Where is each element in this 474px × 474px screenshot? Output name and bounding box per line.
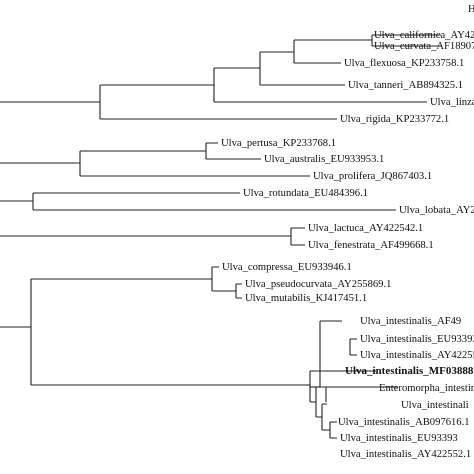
leaf-label: H xyxy=(468,4,474,15)
branch xyxy=(30,278,310,386)
branch xyxy=(235,283,242,299)
leaf-labels: H Ulva_californica_AY42Ulva_curvata_AF189… xyxy=(221,4,474,460)
leaf-label: Ulva_rigida_KP233772.1 xyxy=(340,114,449,125)
leaf-label: Ulva_fenestrata_AF499668.1 xyxy=(308,240,434,251)
branch xyxy=(325,386,335,402)
leaf-label: Ulva_intestinalis_MF03888 xyxy=(345,365,474,377)
branch xyxy=(259,51,345,86)
branch xyxy=(319,320,342,388)
branch xyxy=(290,227,305,246)
leaf-label: Ulva_tanneri_AB894325.1 xyxy=(348,80,463,91)
branch xyxy=(321,403,330,431)
leaf-label: Ulva_intestinalis_EU93393 xyxy=(360,334,474,345)
leaf-label: Ulva_linza_KP23 xyxy=(430,97,474,108)
leaf-label: Ulva_lactuca_AY422542.1 xyxy=(308,223,423,234)
leaf-label: Ulva_pertusa_KP233768.1 xyxy=(221,138,336,149)
leaf-label: Enteromorpha_intestin xyxy=(379,383,474,394)
leaf-label: Ulva_intestinalis_EU93393 xyxy=(340,433,458,444)
leaf-label: Ulva_compressa_EU933946.1 xyxy=(222,262,352,273)
leaf-label: Ulva_californica_AY42 xyxy=(374,30,474,41)
leaf-label: Ulva_prolifera_JQ867403.1 xyxy=(313,171,432,182)
branch xyxy=(349,338,357,356)
leaf-label: Ulva_australis_EU933953.1 xyxy=(264,154,384,165)
leaf-label: Ulva_intestinali xyxy=(401,400,469,411)
leaf-label: Ulva_lobata_AY2 xyxy=(399,205,474,216)
leaf-label: Ulva_curvata_AF18907 xyxy=(374,41,474,52)
branch xyxy=(329,421,337,439)
leaf-label: Ulva_intestinalis_AF49 xyxy=(360,316,461,327)
leaf-label: Ulva_intestinalis_AY422551 xyxy=(360,350,474,361)
leaf-label: Ulva_pseudocurvata_AY255869.1 xyxy=(245,279,391,290)
leaf-label: Ulva_intestinalis_AY422552.1 xyxy=(340,449,471,460)
leaf-label: Ulva_rotundata_EU484396.1 xyxy=(243,188,368,199)
leaf-label: Ulva_flexuosa_KP233758.1 xyxy=(344,58,464,69)
tree-branches xyxy=(0,34,441,439)
leaf-label: Ulva_intestinalis_AB097616.1 xyxy=(338,417,470,428)
leaf-label: Ulva_mutabilis_KJ417451.1 xyxy=(245,293,367,304)
